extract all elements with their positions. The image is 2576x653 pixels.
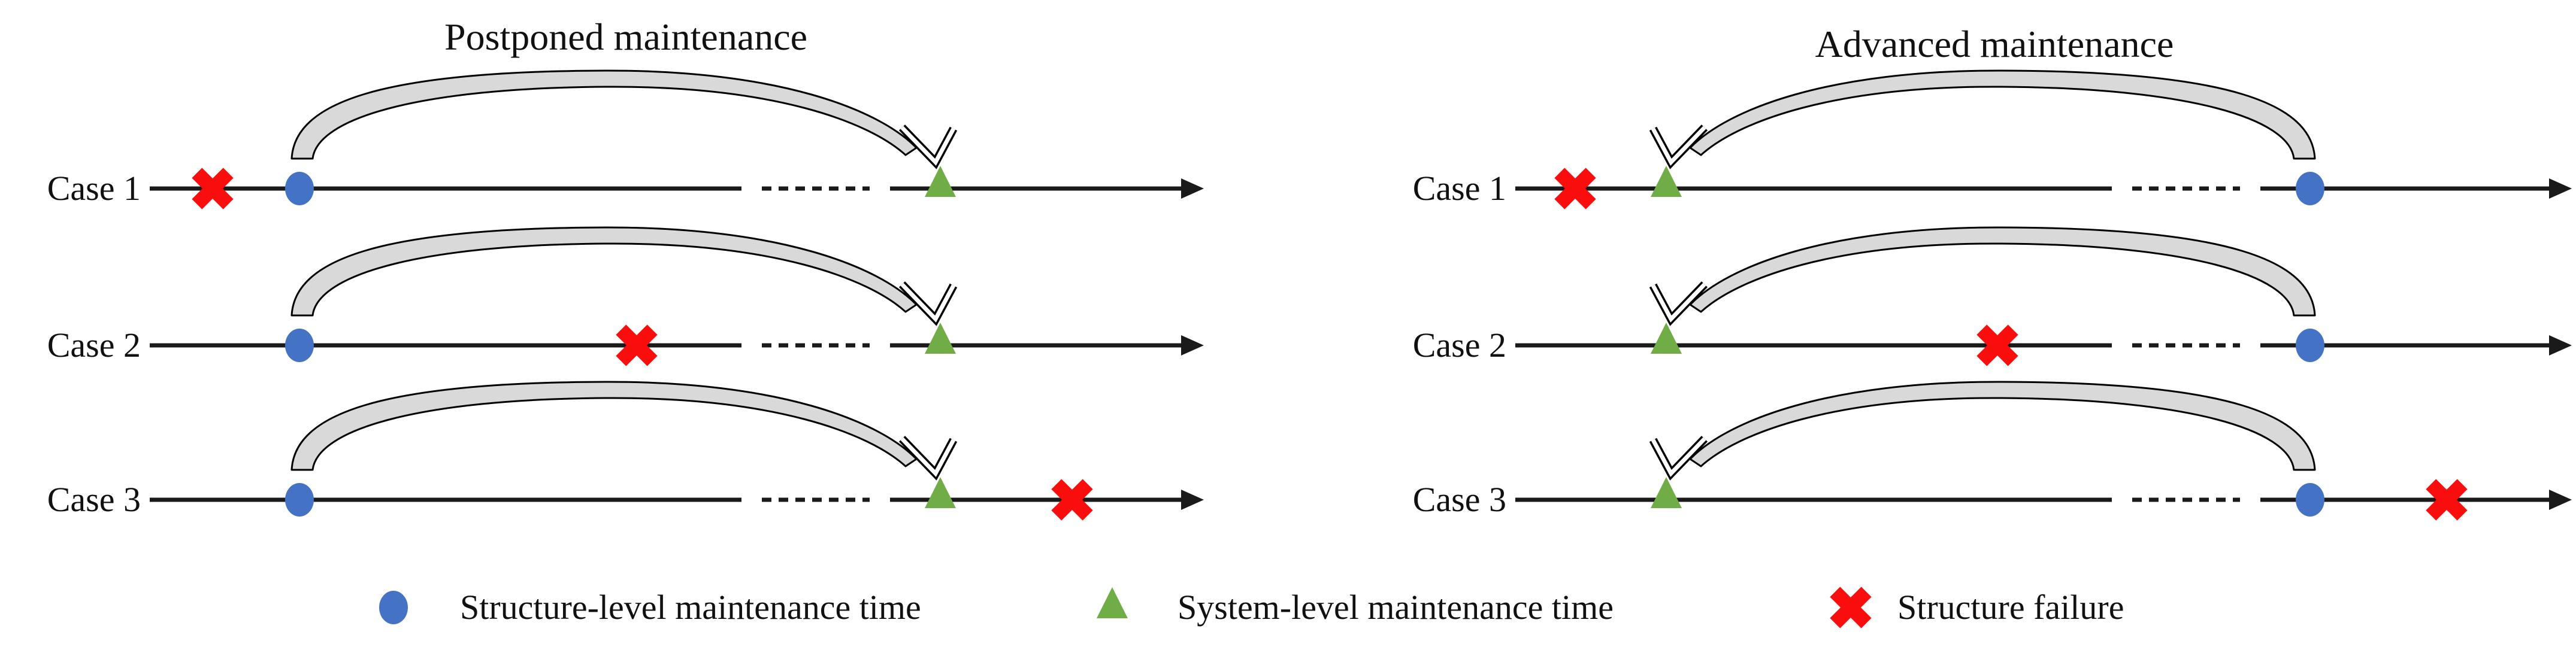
advanced-case1-row [1515, 71, 2572, 209]
system-maintenance-marker [925, 323, 956, 354]
left-diagram-title: Postponed maintenance [444, 16, 808, 58]
postponed-arrow [292, 382, 953, 473]
red-cross-icon [1830, 587, 1872, 628]
advanced-case2-row [1515, 227, 2572, 366]
right-diagram-title: Advanced maintenance [1815, 23, 2174, 65]
legend-system-maintenance-label: System-level maintenance time [1177, 588, 1614, 627]
right-case2-label: Case 2 [1412, 326, 1506, 365]
system-maintenance-marker [1651, 477, 1682, 508]
right-case3-label: Case 3 [1412, 480, 1506, 519]
left-case1-label: Case 1 [47, 169, 141, 208]
structure-maintenance-marker [285, 172, 314, 205]
legend-structure-maintenance-label: Structure-level maintenance time [460, 588, 921, 627]
green-triangle-icon [1097, 587, 1128, 618]
structure-maintenance-marker [285, 329, 314, 362]
postponed-case3-row [150, 382, 1204, 521]
blue-circle-icon [379, 591, 408, 624]
postponed-case2-row [150, 227, 1204, 366]
left-case3-label: Case 3 [47, 480, 141, 519]
structure-maintenance-marker [2296, 172, 2324, 205]
right-case1-label: Case 1 [1412, 169, 1506, 208]
left-case2-label: Case 2 [47, 326, 141, 365]
system-maintenance-marker [1651, 166, 1682, 197]
postponed-arrow [292, 227, 953, 319]
advanced-case3-row [1515, 382, 2572, 521]
postponed-arrow [292, 71, 953, 162]
system-maintenance-marker [925, 477, 956, 508]
postponed-case1-row [150, 71, 1204, 209]
legend-structure-failure-label: Structure failure [1897, 588, 2124, 627]
advanced-arrow [1653, 382, 2315, 473]
system-maintenance-marker [1651, 323, 1682, 354]
structure-maintenance-marker [285, 483, 314, 517]
structure-maintenance-marker [2296, 483, 2324, 517]
advanced-arrow [1653, 71, 2315, 162]
structure-maintenance-marker [2296, 329, 2324, 362]
advanced-arrow [1653, 227, 2315, 319]
system-maintenance-marker [925, 166, 956, 197]
